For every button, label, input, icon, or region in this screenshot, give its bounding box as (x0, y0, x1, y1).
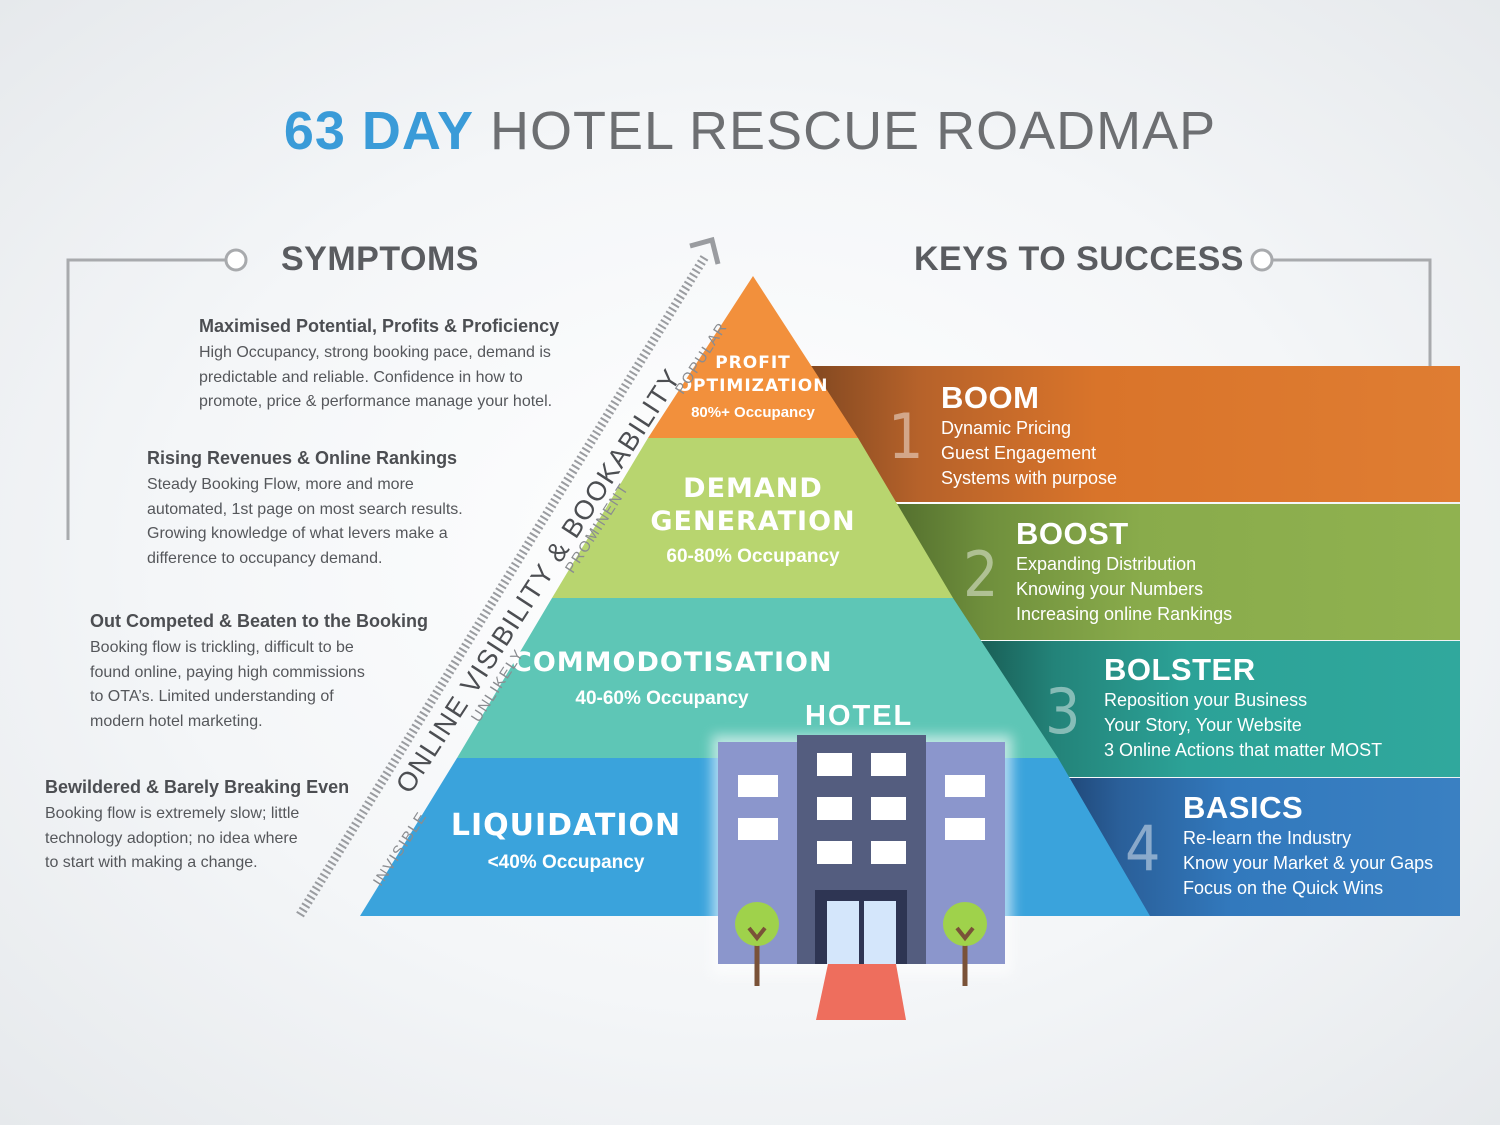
tier-label-commodotisation: COMMODOTISATION (512, 646, 833, 679)
hotel-sign: HOTEL (805, 700, 914, 732)
hotel-carpet (816, 964, 906, 1020)
symptom-item: Out Competed & Beaten to the Booking Boo… (90, 611, 560, 734)
tree-branch (955, 926, 975, 942)
symptoms-connector-dot (224, 248, 248, 272)
key-band-bolster: 3 BOLSTER Reposition your Business Your … (965, 641, 1460, 777)
symptom-line: modern hotel marketing. (90, 712, 263, 730)
tier-label-line: GENERATION (650, 506, 856, 537)
hotel-window (738, 818, 778, 840)
hotel-window (945, 775, 985, 797)
symptom-line: Steady Booking Flow, more and more (147, 476, 414, 493)
symptom-line: found online, paying high commissions (90, 663, 365, 681)
tier-label-profit: PROFIT OPTIMIZATION (653, 352, 853, 398)
hotel-door-right (864, 901, 896, 964)
symptom-title: Rising Revenues & Online Rankings (147, 448, 458, 468)
symptom-line: to OTA’s. Limited understanding of (90, 688, 334, 705)
hotel-window (871, 753, 906, 776)
tier-label-line: OPTIMIZATION (677, 376, 829, 396)
tier-label-liquidation: LIQUIDATION (416, 808, 716, 844)
tree-branch (747, 926, 767, 942)
symptoms-heading: SYMPTOMS (281, 240, 479, 278)
symptom-item: Maximised Potential, Profits & Proficien… (199, 316, 669, 415)
symptom-line: technology adoption; no idea where (45, 829, 298, 847)
hotel-window (945, 818, 985, 840)
symptom-line: predictable and reliable. Confidence in … (199, 368, 523, 386)
key-line: Knowing your Numbers (1016, 579, 1204, 599)
symptom-line: Growing knowledge of what levers make a (147, 525, 448, 542)
hotel-window (817, 841, 852, 864)
hotel-window (871, 797, 906, 820)
symptom-title: Maximised Potential, Profits & Proficien… (199, 316, 560, 336)
tree-left-icon (735, 902, 779, 946)
tier-occupancy-demand: 60-80% Occupancy (666, 546, 840, 567)
symptom-item: Rising Revenues & Online Rankings Steady… (147, 448, 617, 571)
pyramid-tier-demand (552, 438, 953, 598)
key-number: 2 (963, 538, 999, 611)
symptom-line: automated, 1st page on most search resul… (147, 500, 463, 518)
key-line: Know your Market & your Gaps (1183, 853, 1434, 873)
title-accent: 63 DAY (283, 101, 474, 161)
hotel-window (738, 775, 778, 797)
symptom-line: High Occupancy, strong booking pace, dem… (199, 344, 551, 361)
symptom-item: Bewildered & Barely Breaking Even Bookin… (45, 777, 515, 876)
key-title: BOLSTER (1104, 652, 1256, 687)
symptom-line: Booking flow is extremely slow; little (45, 805, 300, 822)
key-line: 3 Online Actions that matter MOST (1104, 740, 1383, 760)
key-band-boost: 2 BOOST Expanding Distribution Knowing y… (880, 504, 1460, 640)
tier-label-line: DEMAND (683, 473, 823, 504)
tier-label-line: COMMODOTISATION (512, 647, 833, 678)
hotel-door-left (827, 901, 859, 964)
symptom-title: Out Competed & Beaten to the Booking (90, 611, 429, 631)
symptoms-connector (66, 258, 225, 540)
pyramid-tier-commodotisation (457, 598, 1058, 758)
key-band-boom: 1 BOOM Dynamic Pricing Guest Engagement … (800, 366, 1460, 502)
symptom-title: Bewildered & Barely Breaking Even (45, 777, 350, 797)
key-line: Guest Engagement (941, 443, 1097, 463)
tier-label-line: LIQUIDATION (450, 808, 682, 843)
key-line: Systems with purpose (941, 468, 1118, 488)
axis-arrow-shaft (296, 252, 710, 918)
keys-connector-dot (1250, 248, 1274, 272)
hotel-window (871, 841, 906, 864)
key-number: 4 (1125, 812, 1161, 885)
key-line: Increasing online Rankings (1016, 604, 1233, 624)
key-line: Dynamic Pricing (941, 418, 1072, 438)
key-line: Focus on the Quick Wins (1183, 878, 1384, 898)
symptom-line: to start with making a change. (45, 854, 258, 871)
key-line: Re-learn the Industry (1183, 828, 1352, 848)
tier-occupancy-liquidation: <40% Occupancy (487, 852, 645, 873)
keys-connector (1272, 258, 1432, 368)
hotel-window (817, 753, 852, 776)
key-line: Expanding Distribution (1016, 554, 1197, 574)
tier-occupancy-commodotisation: 40-60% Occupancy (575, 688, 749, 709)
tree-right-icon (943, 902, 987, 946)
pyramid-tier-profit (648, 276, 858, 438)
symptom-line: Booking flow is trickling, difficult to … (90, 639, 354, 656)
tier-occupancy-profit: 80%+ Occupancy (691, 404, 815, 421)
key-title: BASICS (1183, 790, 1304, 825)
tier-label-demand: DEMAND GENERATION (603, 472, 903, 538)
axis-arrow-head (689, 236, 721, 265)
page-title: 63 DAY HOTEL RESCUE ROADMAP (0, 100, 1500, 162)
key-number: 3 (1045, 675, 1081, 748)
key-title: BOOM (941, 380, 1040, 415)
tier-label-line: PROFIT (715, 353, 791, 373)
title-rest: HOTEL RESCUE ROADMAP (490, 101, 1217, 161)
hotel-window (817, 797, 852, 820)
symptom-line: promote, price & performance manage your… (199, 393, 553, 410)
keys-heading: KEYS TO SUCCESS (914, 240, 1244, 278)
key-number: 1 (888, 400, 924, 473)
symptom-line: difference to occupancy demand. (147, 549, 383, 567)
key-line: Your Story, Your Website (1104, 715, 1302, 735)
key-title: BOOST (1016, 516, 1129, 551)
key-line: Reposition your Business (1104, 690, 1308, 710)
